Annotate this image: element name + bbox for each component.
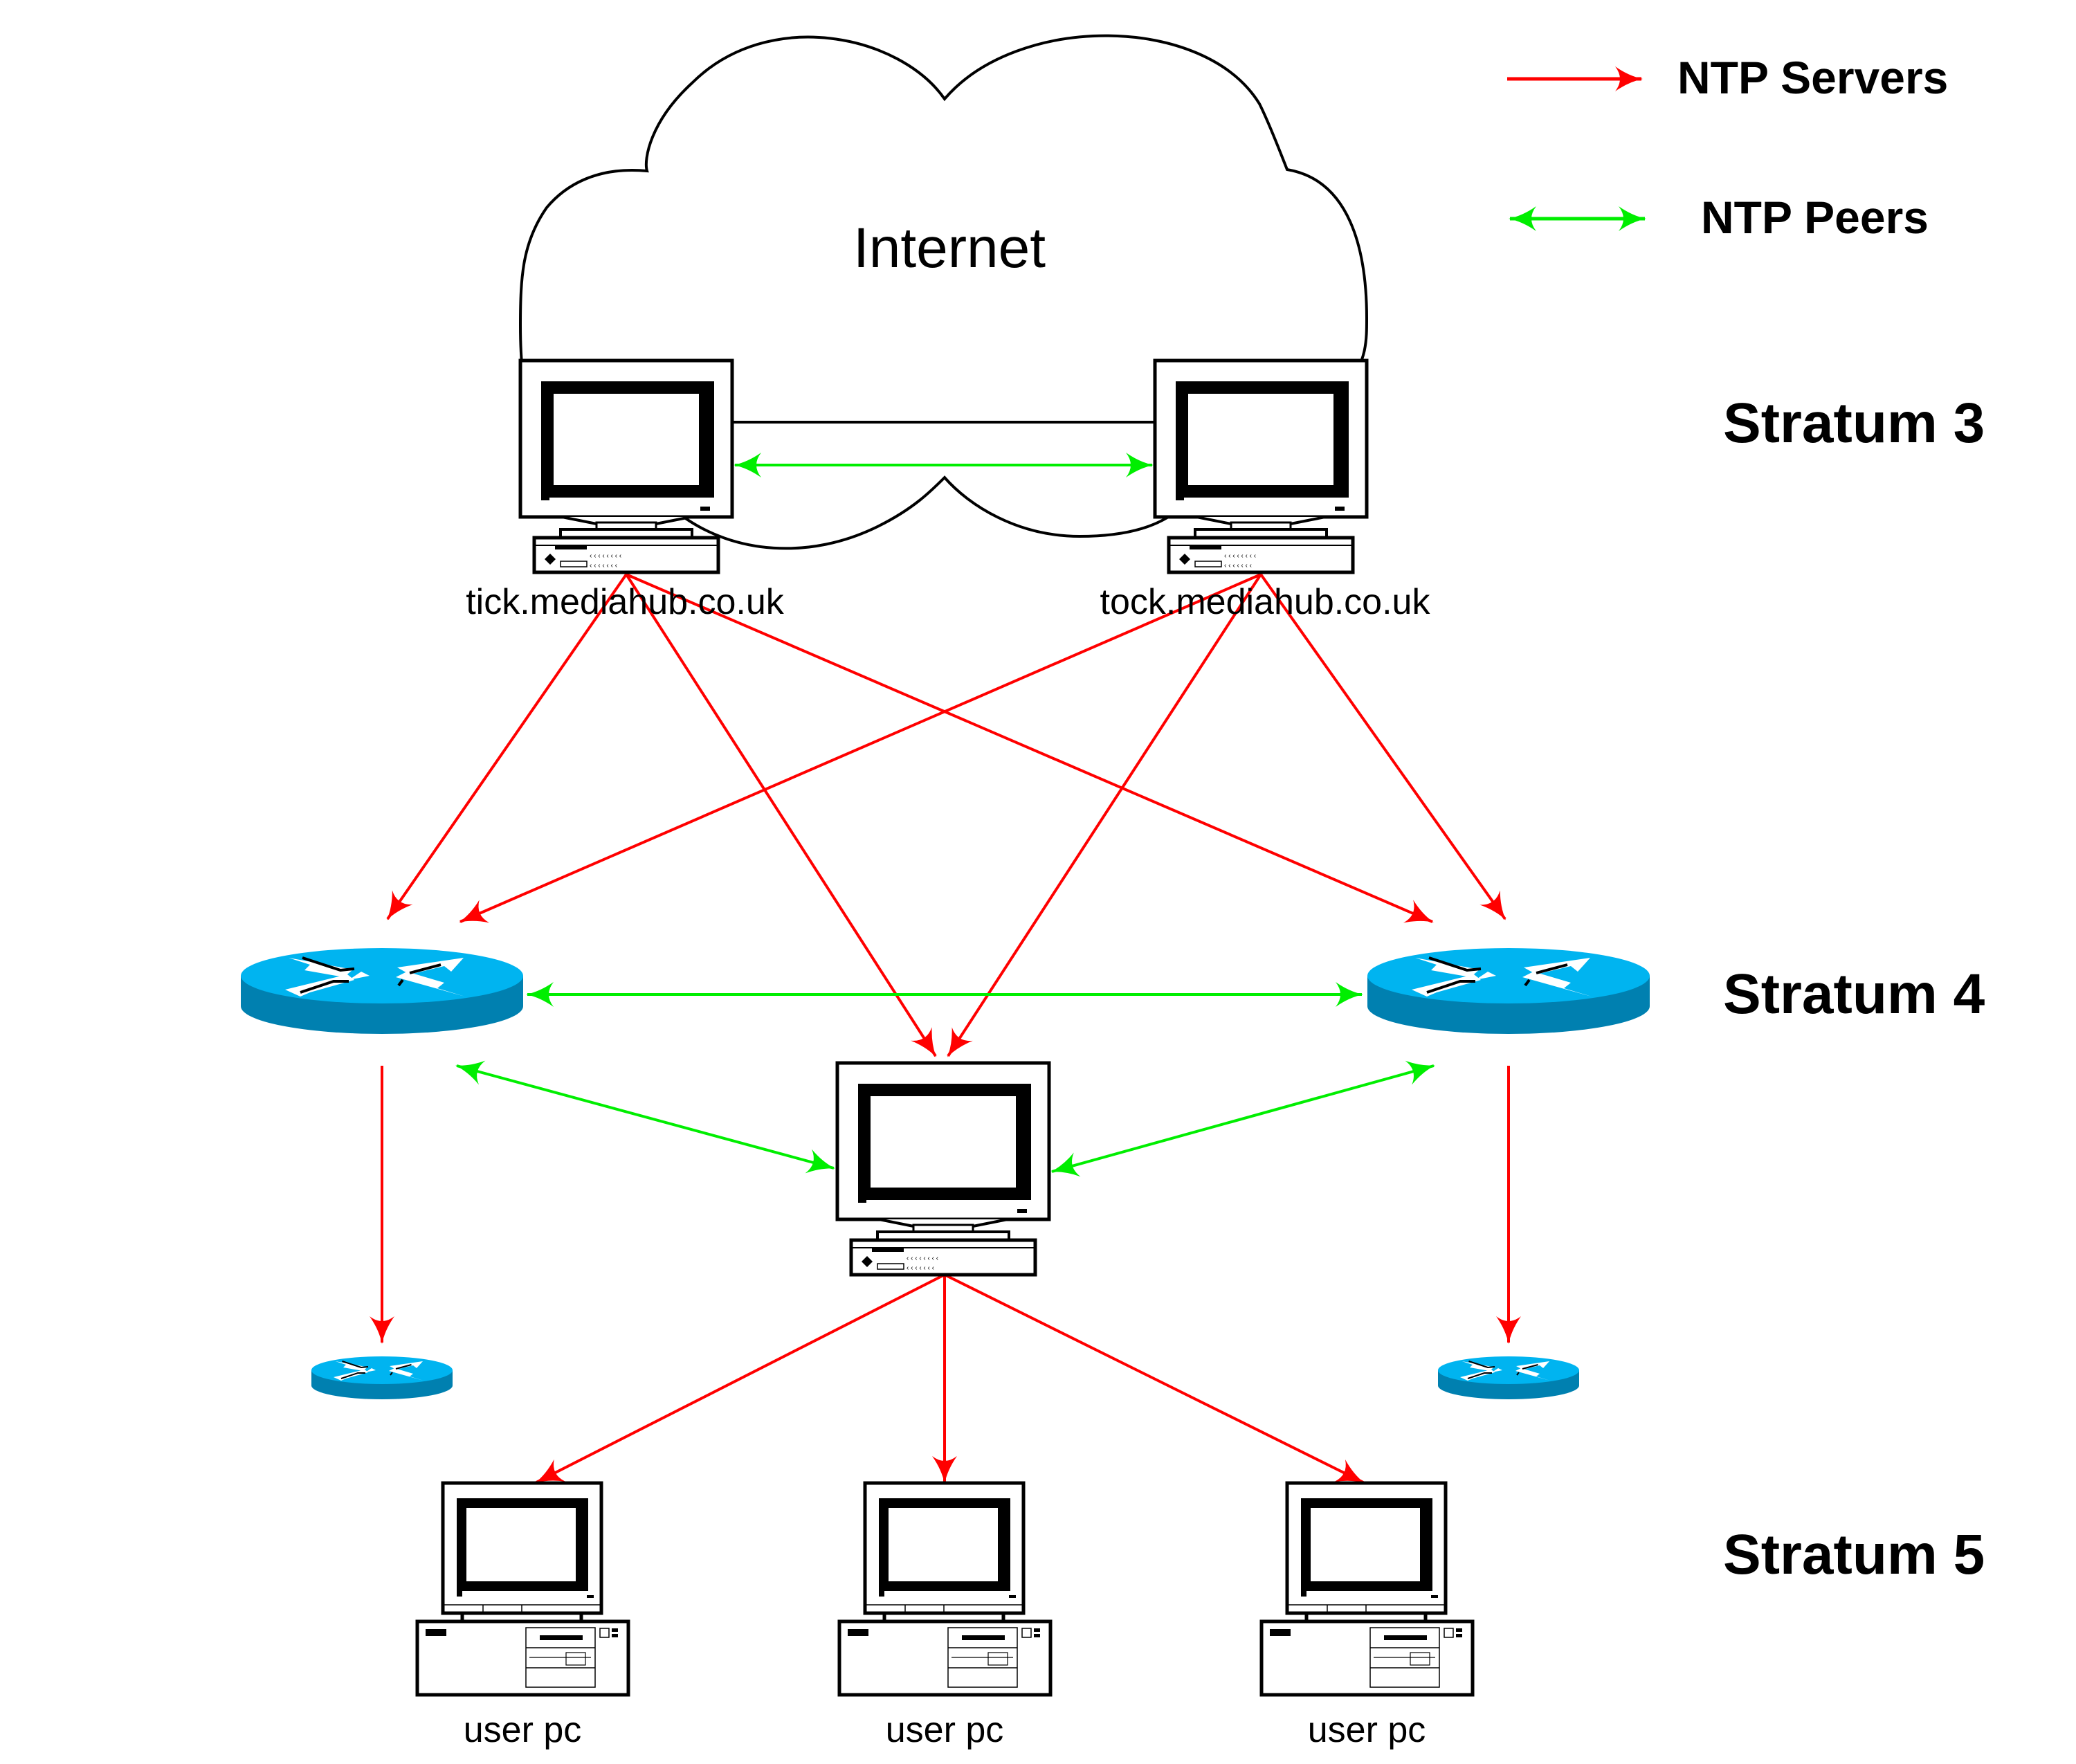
tock-workstation-icon[interactable] — [1155, 361, 1367, 572]
peer-links — [455, 453, 1435, 1177]
internet-label: Internet — [853, 217, 1046, 280]
link-tick-router-right — [626, 573, 1434, 923]
tick-host-label: tick.mediahub.co.uk — [466, 582, 784, 622]
server-links — [370, 573, 1521, 1484]
link-tick-center-pc — [625, 573, 937, 1057]
user-pc-3-icon[interactable] — [1262, 1483, 1473, 1695]
link-router-left-center-pc — [455, 1060, 835, 1174]
link-tock-center-pc — [947, 573, 1262, 1057]
stratum-5-label: Stratum 5 — [1723, 1523, 1985, 1586]
link-center-user-pc-3 — [944, 1273, 1365, 1484]
user-pc-1-label: user pc — [463, 1710, 582, 1750]
router-left-icon[interactable] — [239, 947, 525, 1035]
tock-host-label: tock.mediahub.co.uk — [1100, 582, 1430, 622]
link-tock-router-right — [1259, 573, 1506, 920]
stratum-4-label: Stratum 4 — [1723, 963, 1985, 1026]
router-right-icon[interactable] — [1366, 947, 1651, 1035]
link-tock-router-left — [459, 573, 1262, 923]
center-workstation-icon[interactable] — [837, 1063, 1049, 1275]
legend-peers-label: NTP Peers — [1701, 192, 1929, 243]
user-pc-1-icon[interactable] — [417, 1483, 628, 1695]
link-tick-router-left — [386, 573, 628, 920]
legend-servers-label: NTP Servers — [1677, 52, 1949, 103]
link-router-right-center-pc — [1050, 1060, 1435, 1177]
link-center-user-pc-1 — [535, 1273, 945, 1484]
stratum-3-label: Stratum 3 — [1723, 392, 1985, 455]
small-router-left-icon[interactable] — [311, 1356, 453, 1400]
user-pc-2-icon[interactable] — [839, 1483, 1050, 1695]
small-router-right-icon[interactable] — [1437, 1356, 1580, 1400]
user-pc-2-label: user pc — [885, 1710, 1004, 1750]
tick-workstation-icon[interactable] — [520, 361, 732, 572]
user-pc-3-label: user pc — [1307, 1710, 1426, 1750]
